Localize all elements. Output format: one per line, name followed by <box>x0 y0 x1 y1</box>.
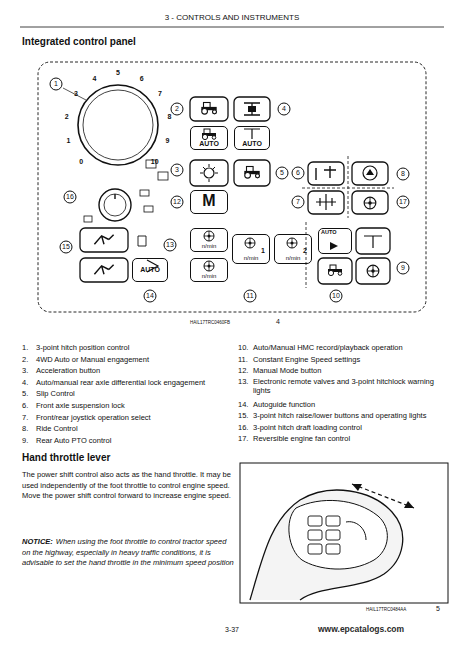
button-text: AUTO <box>242 140 262 147</box>
dial-number: 3 <box>74 90 78 98</box>
control-button: n/min <box>190 258 228 282</box>
figure-id: HAIL17TRC0484AA <box>366 607 406 612</box>
control-button: AUTO <box>190 126 228 150</box>
list-number: 9. <box>22 436 28 445</box>
control-button: AUTO <box>132 258 168 282</box>
dial-number: 10 <box>151 158 159 166</box>
dial-number: 2 <box>65 113 69 121</box>
dial-number: 1 <box>67 137 71 145</box>
dial-number: 6 <box>140 74 144 82</box>
callout-number: 9 <box>397 262 410 275</box>
callout-number: 8 <box>397 168 410 181</box>
button-text: 2 <box>303 247 307 254</box>
button-text: AUTO <box>140 266 160 273</box>
list-item: 3-point hitch raise/lower buttons and op… <box>253 411 445 420</box>
dial-number: 7 <box>158 90 162 98</box>
list-number: 13. <box>238 377 248 386</box>
list-number: 3. <box>22 366 28 375</box>
list-item: Auto/Manual HMC record/playback operatio… <box>253 343 445 352</box>
callout-number: 13 <box>164 239 177 252</box>
list-number: 12. <box>238 366 248 375</box>
dial-number: 4 <box>92 74 96 82</box>
notice-paragraph: NOTICE:When using the foot throttle to c… <box>22 537 234 569</box>
list-item: Electronic remote valves and 3-point hit… <box>253 377 445 395</box>
callout-number: 14 <box>144 290 157 303</box>
button-text: AUTO <box>321 230 336 236</box>
list-item: Autoguide function <box>253 400 445 409</box>
list-number: 8. <box>22 424 28 433</box>
section-heading: Hand throttle lever <box>22 452 110 464</box>
watermark: www.epcatalogs.com <box>318 624 404 634</box>
notice-heading: NOTICE: <box>22 537 53 546</box>
page-number: 3-37 <box>225 626 239 634</box>
dial-number: 0 <box>79 158 83 166</box>
dial-number: 5 <box>116 69 120 77</box>
callout-number: 5 <box>276 167 289 180</box>
list-number: 5. <box>22 389 28 398</box>
callout-number: 6 <box>292 167 305 180</box>
list-number: 16. <box>238 423 248 432</box>
notice-text: When using the foot throttle to control … <box>22 537 234 567</box>
callout-number: 1 <box>50 78 63 91</box>
list-number: 6. <box>22 401 28 410</box>
control-button: n/min <box>190 228 228 252</box>
control-button: 2n/min <box>274 234 312 264</box>
control-button: 1n/min <box>232 234 270 264</box>
callout-number: 10 <box>330 290 343 303</box>
callout-number: 4 <box>278 103 291 116</box>
list-number: 1. <box>22 343 28 352</box>
list-item: Slip Control <box>36 389 234 398</box>
button-text: n/min <box>244 255 259 261</box>
figure-number: 4 <box>276 318 280 326</box>
list-item: Acceleration button <box>36 366 234 375</box>
callout-number: 3 <box>171 164 184 177</box>
list-item: Manual Mode button <box>253 366 445 375</box>
callout-number: 15 <box>60 241 73 254</box>
list-number: 4. <box>22 378 28 387</box>
control-button: AUTO <box>318 228 352 254</box>
page-header: 3 - CONTROLS AND INSTRUMENTS <box>165 13 300 23</box>
button-text: n/min <box>202 273 217 279</box>
callout-number: 16 <box>64 191 77 204</box>
callout-number: 17 <box>397 196 410 209</box>
list-item: Auto/manual rear axle differential lock … <box>36 378 234 387</box>
list-item: Rear Auto PTO control <box>36 436 234 445</box>
button-text: n/min <box>286 255 301 261</box>
list-item: 4WD Auto or Manual engagement <box>36 355 234 364</box>
button-text: n/min <box>202 243 217 249</box>
list-item: Front/rear joystick operation select <box>36 413 234 422</box>
button-text: AUTO <box>199 140 219 147</box>
control-button: M <box>190 190 228 214</box>
list-number: 17. <box>238 434 248 443</box>
button-text: 1 <box>261 247 265 254</box>
list-item: Reversible engine fan control <box>253 434 445 443</box>
list-number: 14. <box>238 400 248 409</box>
figure-id: HAIL17TRC0460FB <box>190 320 230 325</box>
body-paragraph: The power shift control also acts as the… <box>22 470 234 502</box>
callout-number: 11 <box>244 290 257 303</box>
section-heading: Integrated control panel <box>22 36 136 48</box>
callout-number: 2 <box>171 103 184 116</box>
list-item: Ride Control <box>36 424 234 433</box>
list-item: 3-point hitch position control <box>36 343 234 352</box>
list-number: 11. <box>238 355 248 364</box>
list-item: Constant Engine Speed settings <box>253 355 445 364</box>
dial-number: 9 <box>166 137 170 145</box>
callout-number: 12 <box>171 196 184 209</box>
button-text: M <box>202 193 215 210</box>
list-number: 7. <box>22 413 28 422</box>
list-number: 2. <box>22 355 28 364</box>
list-number: 15. <box>238 411 248 420</box>
list-number: 10. <box>238 343 248 352</box>
dial-number: 8 <box>167 113 171 121</box>
list-item: Front axle suspension lock <box>36 401 234 410</box>
figure-number: 5 <box>436 605 440 613</box>
control-button: AUTO <box>234 126 270 150</box>
list-item: 3-point hitch draft loading control <box>253 423 445 432</box>
callout-number: 7 <box>292 196 305 209</box>
